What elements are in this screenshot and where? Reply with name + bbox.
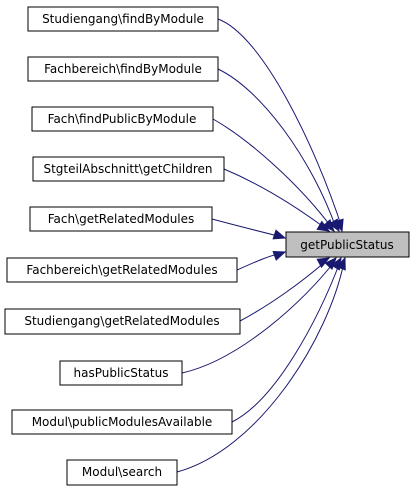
call-edge <box>176 261 345 473</box>
node-studiengang-findbymodule[interactable]: Studiengang\findByModule <box>27 6 219 32</box>
call-edge <box>239 260 327 322</box>
node-modul-search[interactable]: Modul\search <box>66 459 178 486</box>
node-fachbereich-findbymodule[interactable]: Fachbereich\findByModule <box>27 56 219 82</box>
node-studiengang-getrelatedmodules[interactable]: Studiengang\getRelatedModules <box>4 308 241 335</box>
target-label: getPublicStatus <box>300 238 393 252</box>
node-label: Fach\findPublicByModule <box>48 112 197 126</box>
node-label: Fachbereich\getRelatedModules <box>26 263 217 277</box>
arrowhead-icon <box>272 251 287 261</box>
node-label: StgteilAbschnitt\getChildren <box>43 162 212 176</box>
node-label: Modul\search <box>82 465 162 479</box>
node-label: Fachbereich\findByModule <box>44 62 202 76</box>
arrowhead-icon <box>322 218 335 232</box>
node-label: Studiengang\findByModule <box>42 12 204 26</box>
arrowhead-icon <box>328 218 340 233</box>
node-label: Studiengang\getRelatedModules <box>24 314 219 328</box>
node-getpublicstatus[interactable]: getPublicStatus <box>285 231 410 258</box>
call-edge <box>223 168 326 229</box>
node-label: Fach\getRelatedModules <box>48 212 195 226</box>
node-fach-getrelatedmodules[interactable]: Fach\getRelatedModules <box>29 206 213 232</box>
arrowhead-icon <box>316 220 331 232</box>
call-edge <box>231 261 341 423</box>
node-modul-publicmodulesavailable[interactable]: Modul\publicModulesAvailable <box>11 409 233 435</box>
call-edge <box>217 18 343 229</box>
node-stgteilabschnitt-getchildren[interactable]: StgteilAbschnitt\getChildren <box>32 156 225 182</box>
node-fachbereich-getrelatedmodules[interactable]: Fachbereich\getRelatedModules <box>6 257 238 283</box>
node-label: Modul\publicModulesAvailable <box>32 415 213 429</box>
arrowhead-icon <box>335 256 346 271</box>
arrowhead-icon <box>316 257 331 269</box>
call-edge <box>212 118 333 229</box>
node-haspublicstatus[interactable]: hasPublicStatus <box>59 360 183 386</box>
call-edges <box>176 18 346 473</box>
node-label: hasPublicStatus <box>74 366 169 380</box>
call-edge <box>217 68 337 229</box>
call-edge <box>211 218 283 238</box>
call-edge <box>181 261 335 374</box>
node-fach-findpublicbymodule[interactable]: Fach\findPublicByModule <box>31 106 214 132</box>
arrowhead-icon <box>272 229 287 240</box>
